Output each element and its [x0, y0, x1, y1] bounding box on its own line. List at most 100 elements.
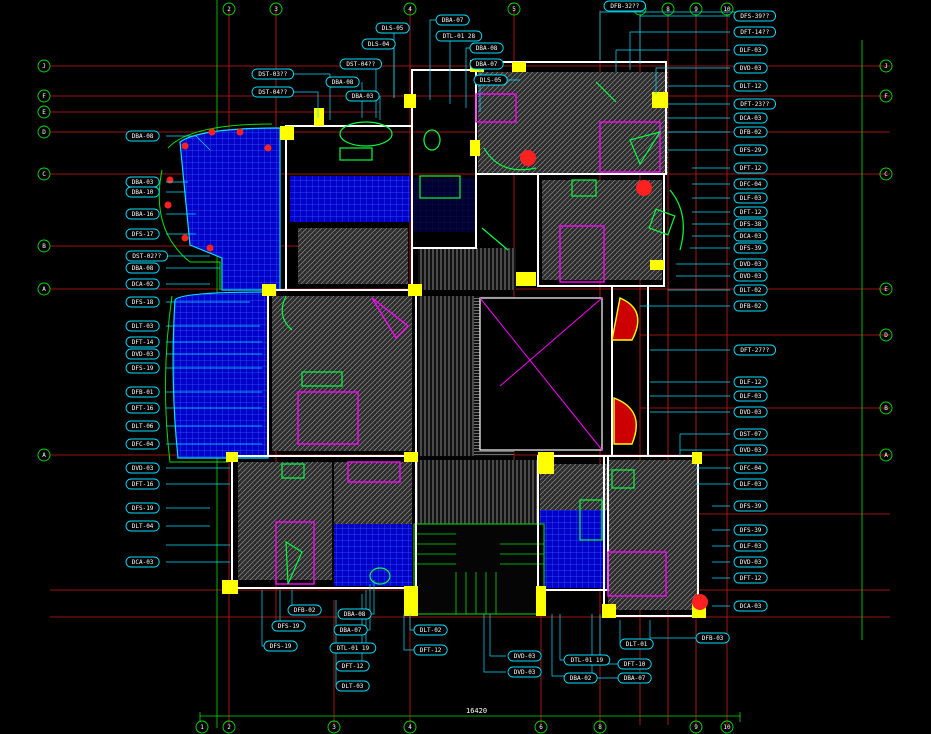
annotation-tag: DVD-03 — [125, 462, 160, 474]
svg-text:DLF-03: DLF-03 — [740, 393, 762, 400]
stair-core — [413, 248, 603, 615]
svg-text:DST-03??: DST-03?? — [258, 71, 287, 78]
svg-text:DLT-02: DLT-02 — [420, 627, 442, 634]
grid-bubble-bottom: 2 — [222, 720, 236, 734]
annotation-tag: DLT-01 — [619, 638, 654, 650]
svg-text:10: 10 — [723, 724, 731, 731]
annotation-tag: DLF-03 — [733, 478, 768, 490]
svg-text:9: 9 — [694, 724, 698, 731]
grid-bubble-left: E — [37, 105, 51, 119]
svg-text:DBA-02: DBA-02 — [570, 675, 592, 682]
svg-text:DLS-05: DLS-05 — [382, 25, 404, 32]
svg-text:DFS-19: DFS-19 — [132, 365, 154, 372]
grid-bubble-right: B — [879, 401, 893, 415]
annotation-tag: DBA-16 — [125, 208, 160, 220]
svg-text:DLT-06: DLT-06 — [132, 423, 154, 430]
grid-bubble-top: 3 — [269, 2, 283, 16]
annotation-tag: DLT-12 — [733, 80, 768, 92]
svg-text:DFT-12: DFT-12 — [740, 165, 762, 172]
svg-text:DTL-01 19: DTL-01 19 — [571, 657, 604, 664]
svg-text:DBA-08: DBA-08 — [332, 79, 354, 86]
svg-text:J: J — [42, 63, 46, 70]
annotation-tag: DFS-19 — [125, 502, 160, 514]
svg-text:DVD-03: DVD-03 — [740, 447, 762, 454]
furniture — [275, 93, 667, 597]
annotation-tags: DST-03??DST-04??DBA-08DBA-03DBA-10DBA-16… — [125, 0, 777, 692]
grid-bubble-right: D — [879, 328, 893, 342]
overall-dimension: 16420 — [466, 707, 487, 715]
svg-text:DFB-32??: DFB-32?? — [610, 3, 639, 10]
svg-text:DFT-12: DFT-12 — [420, 647, 442, 654]
svg-text:DLF-03: DLF-03 — [740, 195, 762, 202]
svg-text:B: B — [42, 243, 46, 250]
svg-text:DFS-39: DFS-39 — [740, 503, 762, 510]
svg-text:DFT-23??: DFT-23?? — [740, 101, 769, 108]
annotation-tag: DTL-01 19 — [329, 642, 377, 654]
annotation-tag: DLS-05 — [473, 74, 508, 86]
svg-text:DLT-04: DLT-04 — [132, 523, 154, 530]
annotation-tag: DBA-07 — [435, 14, 470, 26]
annotation-tag: DFS-18 — [125, 296, 160, 308]
svg-text:DVD-03: DVD-03 — [740, 261, 762, 268]
svg-text:DFT-14: DFT-14 — [132, 339, 154, 346]
annotation-tag: DFB-03 — [695, 632, 730, 644]
annotation-tag: DFS-39 — [733, 242, 768, 254]
annotation-tag: DBA-08 — [325, 76, 360, 88]
svg-text:DBA-07: DBA-07 — [340, 627, 362, 634]
svg-text:DBA-07: DBA-07 — [476, 61, 498, 68]
grid-bubble-left: J — [37, 59, 51, 73]
svg-text:DVD-03: DVD-03 — [132, 351, 154, 358]
annotation-tag: DFT-27?? — [733, 344, 777, 356]
svg-text:DCA-03: DCA-03 — [740, 115, 762, 122]
annotation-tag: DTL-01 28 — [435, 30, 483, 42]
annotation-tag: DST-07 — [733, 428, 768, 440]
bathroom-fills — [290, 176, 606, 588]
svg-text:DFT-12: DFT-12 — [740, 209, 762, 216]
svg-text:DTL-01 19: DTL-01 19 — [337, 645, 370, 652]
svg-text:C: C — [884, 171, 888, 178]
svg-text:DFT-12: DFT-12 — [342, 663, 364, 670]
svg-text:DFB-01: DFB-01 — [132, 389, 154, 396]
svg-text:DVD-03: DVD-03 — [132, 465, 154, 472]
annotation-tag: DLT-02 — [413, 624, 448, 636]
svg-text:DCA-03: DCA-03 — [740, 603, 762, 610]
grid-bubble-top: 5 — [507, 2, 521, 16]
annotation-tag: DLT-03 — [335, 680, 370, 692]
annotation-tag: DFB-01 — [125, 386, 160, 398]
balcony-left — [158, 123, 281, 463]
svg-text:5: 5 — [512, 6, 516, 13]
annotation-tag: DBA-10 — [125, 186, 160, 198]
svg-text:8: 8 — [598, 724, 602, 731]
svg-text:DFC-04: DFC-04 — [740, 465, 762, 472]
annotation-tag: DFC-04 — [733, 462, 768, 474]
svg-text:DLT-02: DLT-02 — [740, 287, 762, 294]
annotation-tag: DFT-16 — [125, 402, 160, 414]
svg-text:DFS-17: DFS-17 — [132, 231, 154, 238]
grid-bubble-bottom: 9 — [689, 720, 703, 734]
annotation-tag: DLF-03 — [733, 44, 768, 56]
annotation-tag: DLF-03 — [733, 540, 768, 552]
annotation-tag: DBA-07 — [617, 672, 652, 684]
annotation-tag: DCA-02 — [125, 278, 160, 290]
annotation-tag: DLS-04 — [361, 38, 396, 50]
svg-text:10: 10 — [723, 6, 731, 13]
svg-text:3: 3 — [332, 724, 336, 731]
annotation-tag: DVD-03 — [733, 270, 768, 282]
grid-bubble-right: F — [879, 89, 893, 103]
grid-bubble-top: 10 — [720, 2, 734, 16]
walls — [231, 61, 699, 617]
annotation-tag: DFS-19 — [271, 620, 306, 632]
svg-text:J: J — [884, 63, 888, 70]
grid-bubble-left: A — [37, 282, 51, 296]
annotation-tag: DLT-06 — [125, 420, 160, 432]
svg-text:DST-04??: DST-04?? — [346, 61, 375, 68]
annotation-tag: DVD-03 — [733, 406, 768, 418]
svg-text:DLT-12: DLT-12 — [740, 83, 762, 90]
svg-text:D: D — [884, 332, 888, 339]
svg-text:1: 1 — [200, 724, 204, 731]
annotation-tag: DCA-03 — [125, 556, 160, 568]
annotation-tag: DFT-12 — [413, 644, 448, 656]
svg-text:F: F — [884, 93, 888, 100]
annotation-tag: DFS-38 — [733, 218, 768, 230]
